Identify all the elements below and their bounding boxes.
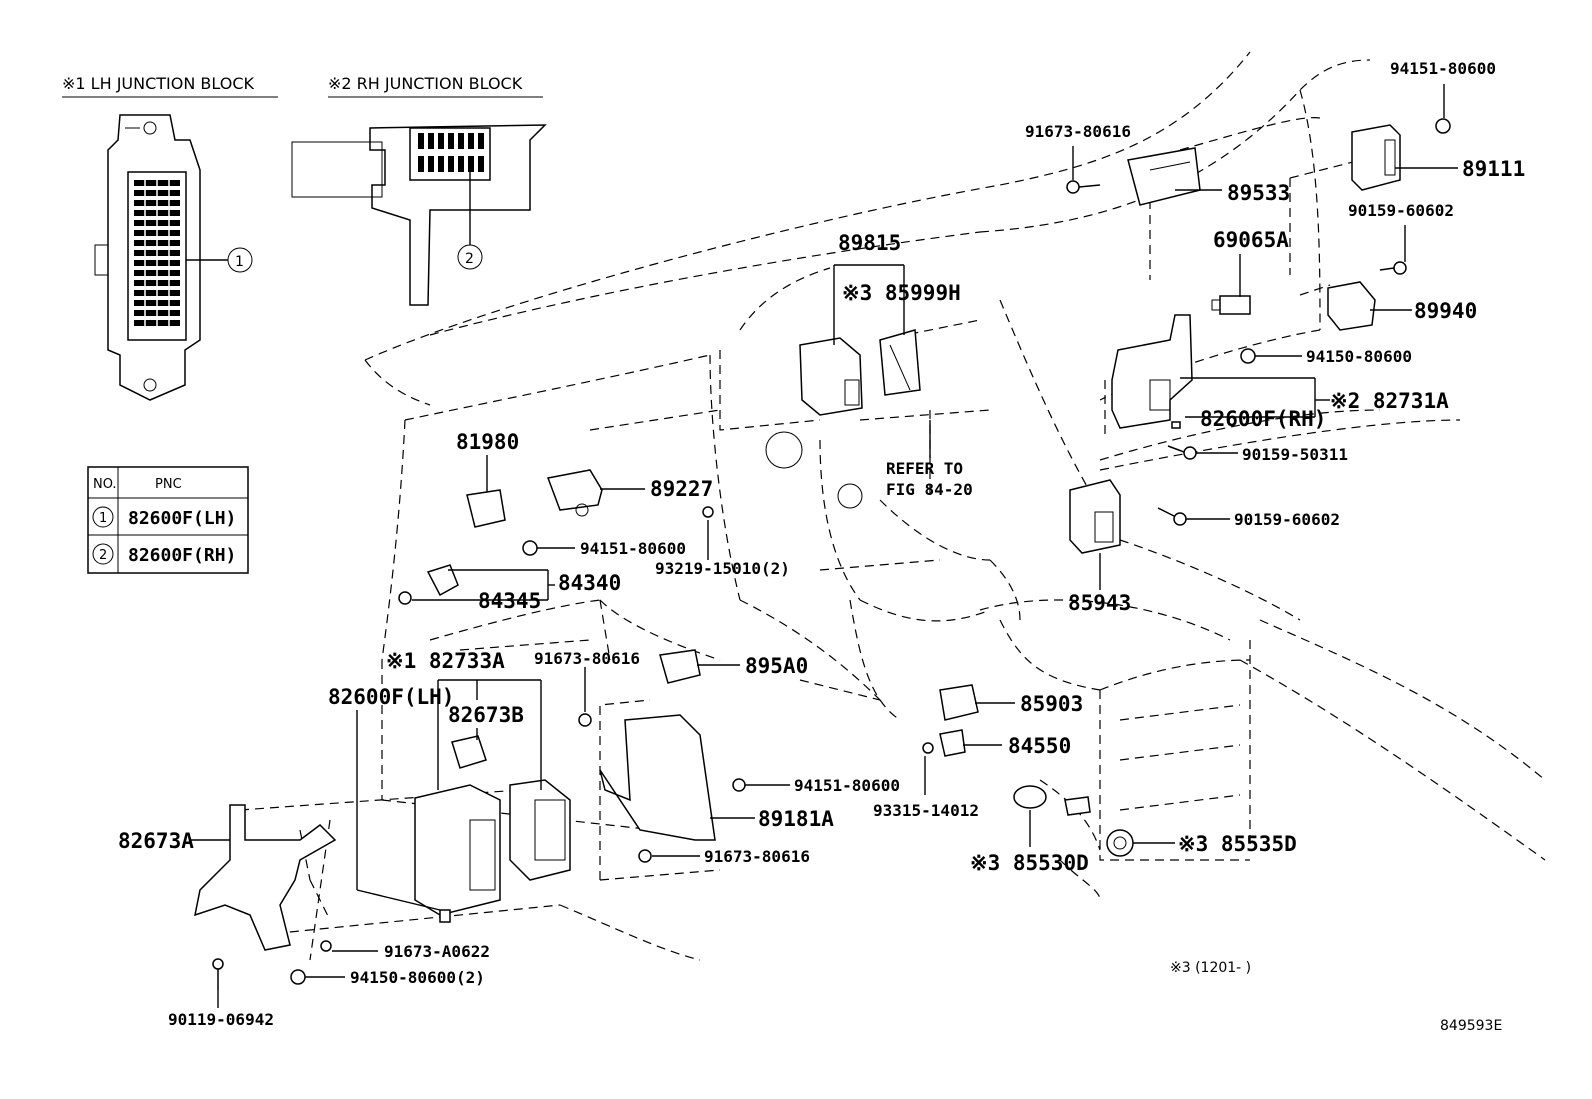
callout-1-circle: [227, 247, 253, 273]
label-895a0: 895A0: [745, 654, 808, 678]
pnc-table-row-1-pnc: 82600F(LH): [128, 508, 236, 529]
lh-junction-block-title: ※1 LH JUNCTION BLOCK: [62, 74, 255, 93]
pnc-table: NO. PNC 1 82600F(LH) 2 82600F(RH): [87, 466, 249, 574]
label-90119-06942: 90119-06942: [168, 1010, 274, 1029]
label-94151-80600-mid: 94151-80600: [580, 539, 686, 558]
label-85999h: ※3 85999H: [842, 281, 961, 305]
callout-1-label: 1: [235, 254, 244, 270]
rh-junction-block-fuse-grid: [418, 133, 484, 172]
label-refer-to: REFER TO: [886, 459, 963, 478]
label-89815: 89815: [838, 231, 901, 255]
rh-junction-block-title: ※2 RH JUNCTION BLOCK: [328, 74, 523, 93]
label-85530d: ※3 85530D: [970, 851, 1089, 875]
label-fig-84-20: FIG 84-20: [886, 480, 973, 499]
label-94150-80600: 94150-80600: [1306, 347, 1412, 366]
pnc-table-header-no: NO.: [93, 477, 117, 492]
label-94151-80600-top: 94151-80600: [1390, 59, 1496, 78]
label-84345: 84345: [478, 589, 541, 613]
label-84550: 84550: [1008, 734, 1071, 758]
label-89533: 89533: [1227, 181, 1290, 205]
label-94150-80600-2: 94150-80600(2): [350, 968, 485, 987]
pnc-table-row-2-pnc: 82600F(RH): [128, 545, 236, 566]
label-89940: 89940: [1414, 299, 1477, 323]
label-85903: 85903: [1020, 692, 1083, 716]
label-91673-80616-top: 91673-80616: [1025, 122, 1131, 141]
instrument-panel-outline: [239, 51, 1546, 961]
label-93315-14012: 93315-14012: [873, 801, 979, 820]
label-93219-15010: 93219-15010(2): [655, 559, 790, 578]
callout-2-circle: [457, 244, 483, 270]
callout-2-label: 2: [465, 251, 474, 267]
label-91673-a0622: 91673-A0622: [384, 942, 490, 961]
rh-junction-block-drawing: 2: [291, 124, 547, 306]
label-82731a: ※2 82731A: [1330, 389, 1449, 413]
label-82673b: 82673B: [448, 703, 524, 727]
label-81980: 81980: [456, 430, 519, 454]
lh-junction-block-drawing: 1: [94, 114, 253, 401]
label-90159-50311: 90159-50311: [1242, 445, 1348, 464]
label-84340: 84340: [558, 571, 621, 595]
pnc-table-header-pnc: PNC: [155, 477, 182, 492]
label-85943: 85943: [1068, 591, 1131, 615]
footnote: ※3 (1201- ): [1170, 960, 1251, 976]
label-90159-60602-top: 90159-60602: [1348, 201, 1454, 220]
leader-lines: [190, 84, 1458, 1008]
label-82673a: 82673A: [118, 829, 194, 853]
label-90159-60602-mid: 90159-60602: [1234, 510, 1340, 529]
label-69065a: 69065A: [1213, 228, 1289, 252]
pnc-table-row-1-no: 1: [99, 511, 107, 526]
part-drawings: [194, 118, 1451, 990]
label-91673-80616-mid: 91673-80616: [534, 649, 640, 668]
figure-code: 849593E: [1440, 1018, 1502, 1034]
label-85535d: ※3 85535D: [1178, 832, 1297, 856]
label-89227: 89227: [650, 477, 713, 501]
label-82600f-lh: 82600F(LH): [328, 685, 454, 709]
label-82733a: ※1 82733A: [386, 649, 505, 673]
label-89111: 89111: [1462, 157, 1525, 181]
label-89181a: 89181A: [758, 807, 834, 831]
label-82600f-rh: 82600F(RH): [1200, 407, 1326, 431]
pnc-table-row-2-no: 2: [99, 548, 107, 563]
label-94151-80600-low: 94151-80600: [794, 776, 900, 795]
label-91673-80616-low: 91673-80616: [704, 847, 810, 866]
part-number-labels: 94151-80600 91673-80616 89111 89533 9015…: [118, 59, 1525, 1029]
